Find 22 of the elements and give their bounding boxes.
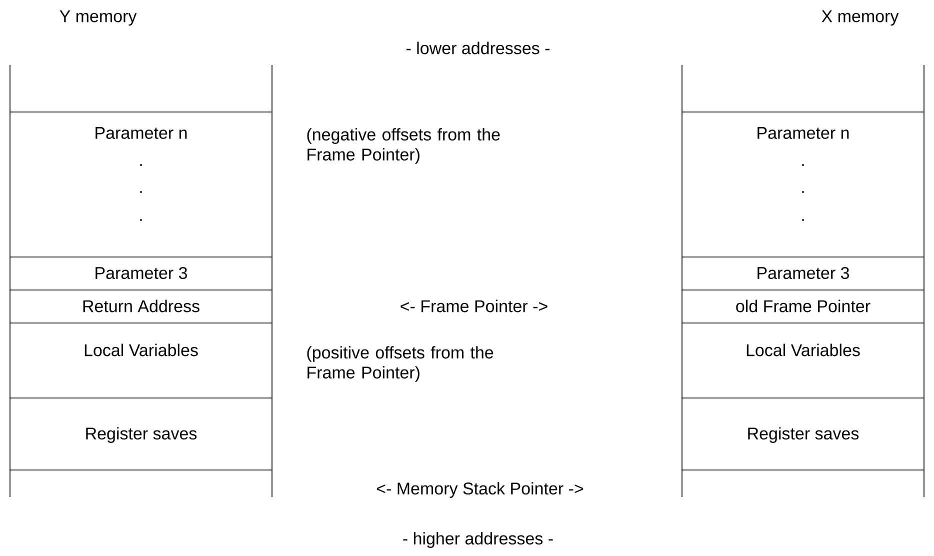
memory-cell: Parameter 3: [682, 256, 924, 290]
memory-cell: Parameter n . . .: [10, 112, 272, 258]
empty-cell: [10, 470, 272, 498]
empty-cell: [682, 470, 924, 498]
memory-cell: Local Variables: [10, 322, 272, 398]
note: <- Memory Stack Pointer ->: [376, 482, 584, 498]
node-label: Y memory: [60, 10, 137, 26]
empty-cell: [10, 64, 272, 112]
memory-cell: old Frame Pointer: [682, 290, 924, 324]
memory-cell: Parameter n . . .: [682, 112, 924, 258]
note: - lower addresses -: [406, 42, 550, 54]
memory-cell: Register saves: [682, 398, 924, 470]
empty-cell: [682, 64, 924, 112]
node-label: X memory: [822, 10, 899, 26]
memory-cell: Local Variables: [682, 322, 924, 398]
note: (negative offsets from the Frame Pointer): [307, 128, 500, 164]
note: (positive offsets from the Frame Pointer): [307, 346, 494, 382]
memory-cell: Parameter 3: [10, 256, 272, 290]
memory-cell: Register saves: [10, 398, 272, 470]
note: <- Frame Pointer ->: [400, 300, 548, 312]
memory-cell: Return Address: [10, 290, 272, 324]
note: - higher addresses -: [403, 532, 553, 548]
